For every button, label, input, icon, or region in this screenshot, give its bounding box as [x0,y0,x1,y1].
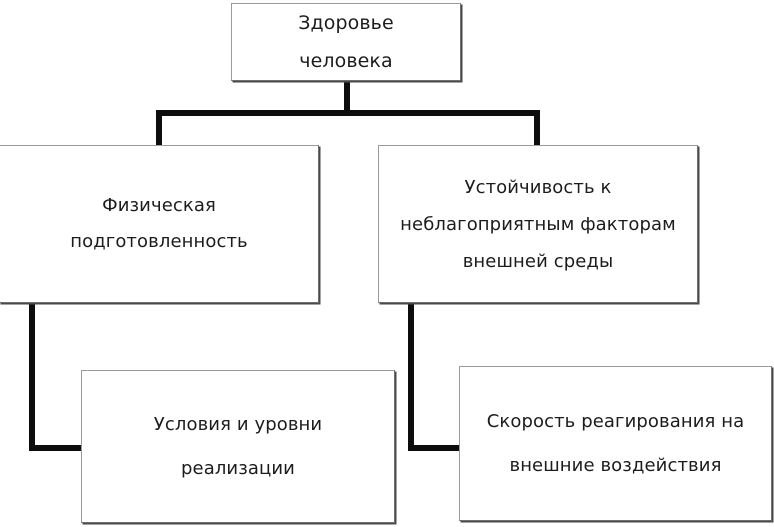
node-reaction-speed[interactable]: Скорость реагирования на внешние воздейс… [459,366,772,521]
node-environmental-resistance[interactable]: Устойчивость к неблагоприятным факторам … [378,145,698,303]
node-physical-fitness[interactable]: Физическая подготовленность [0,145,319,303]
connector-resistance-to-speed-horizontal [408,445,463,451]
node-environmental-resistance-label: Устойчивость к неблагоприятным факторам … [400,176,676,272]
connector-resistance-to-speed-vertical [408,301,414,451]
node-conditions-and-levels[interactable]: Условия и уровни реализации [81,370,395,523]
node-physical-fitness-label: Физическая подготовленность [70,195,248,252]
node-root-health[interactable]: Здоровье человека [231,3,461,81]
connector-physical-to-conditions-vertical [29,301,35,451]
node-conditions-and-levels-label: Условия и уровни реализации [153,413,323,479]
connector-drop-to-physical [156,110,162,148]
connector-root-stem [344,79,350,115]
node-root-health-label: Здоровье человека [298,12,394,72]
node-reaction-speed-label: Скорость реагирования на внешние воздейс… [486,410,745,476]
connector-horizontal-bus [156,110,540,116]
connector-drop-to-resistance [534,110,540,148]
connector-physical-to-conditions-horizontal [29,445,85,451]
